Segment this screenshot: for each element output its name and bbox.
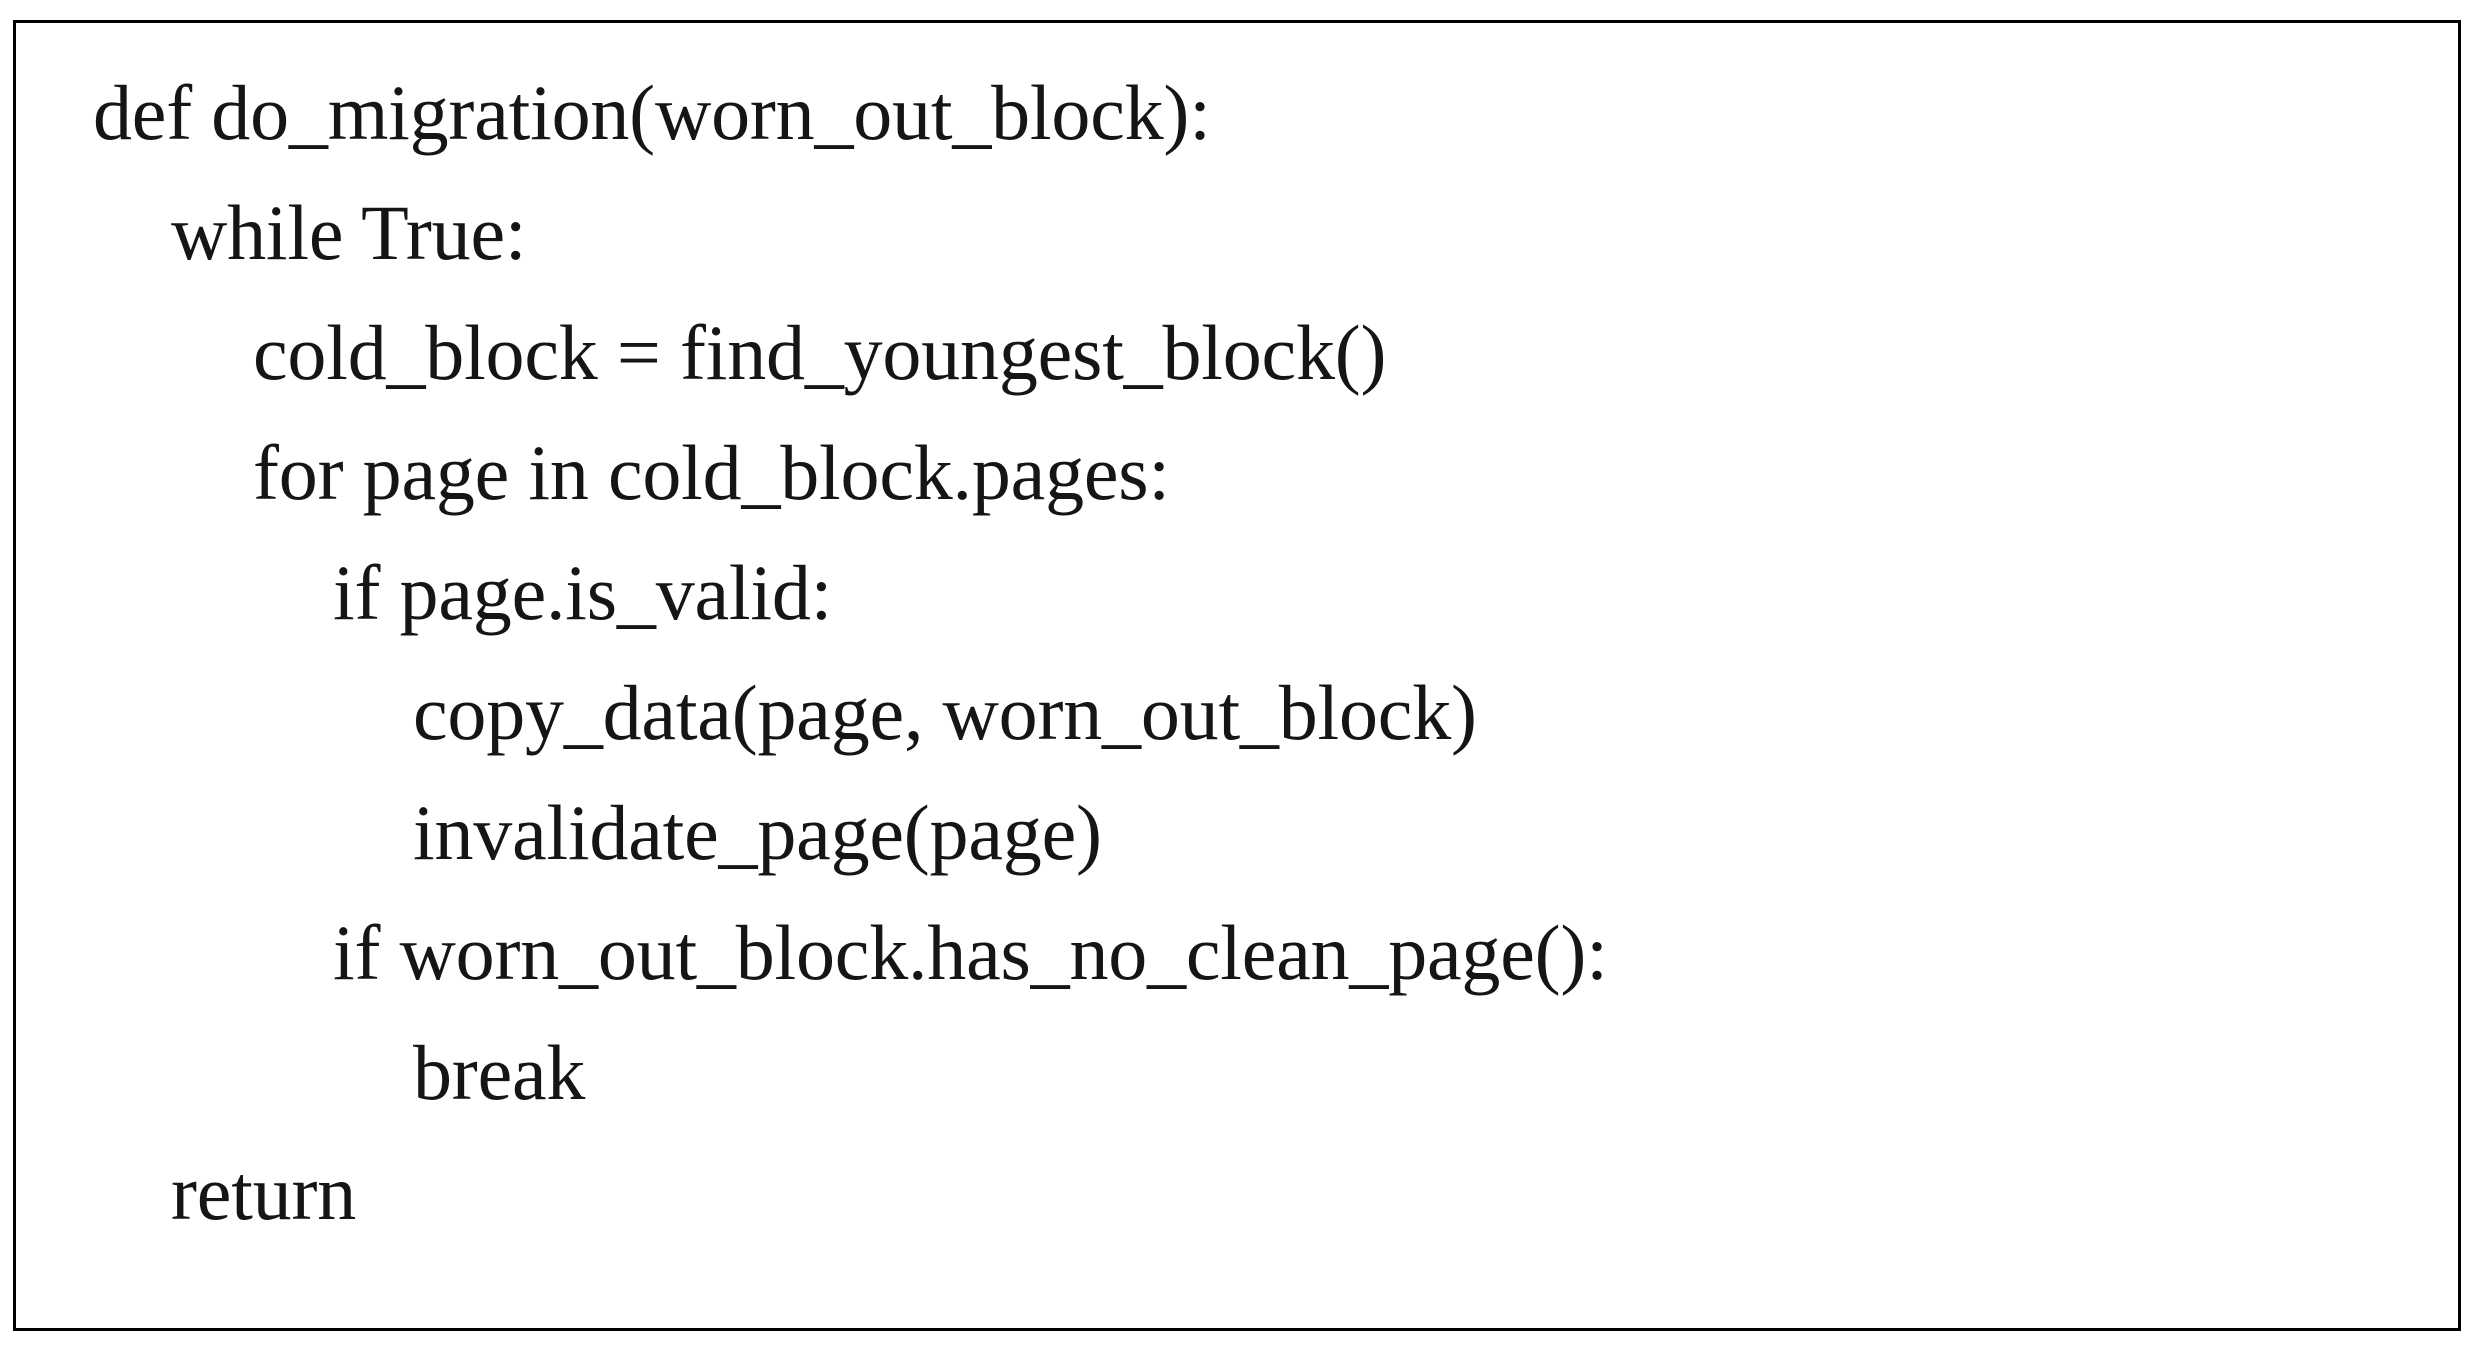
code-line: def do_migration(worn_out_block):	[93, 69, 1211, 156]
code-line: return	[171, 1149, 357, 1236]
code-line: cold_block = find_youngest_block()	[253, 309, 1387, 396]
code-line: for page in cold_block.pages:	[253, 429, 1170, 516]
code-line: if page.is_valid:	[333, 549, 833, 636]
code-line: if worn_out_block.has_no_clean_page():	[333, 909, 1608, 996]
code-line: break	[413, 1029, 586, 1116]
code-figure-box: def do_migration(worn_out_block):while T…	[13, 20, 2461, 1331]
code-listing: def do_migration(worn_out_block):while T…	[16, 23, 2458, 1328]
code-line: copy_data(page, worn_out_block)	[413, 669, 1477, 756]
code-line: invalidate_page(page)	[413, 789, 1102, 876]
code-line: while True:	[171, 189, 527, 276]
